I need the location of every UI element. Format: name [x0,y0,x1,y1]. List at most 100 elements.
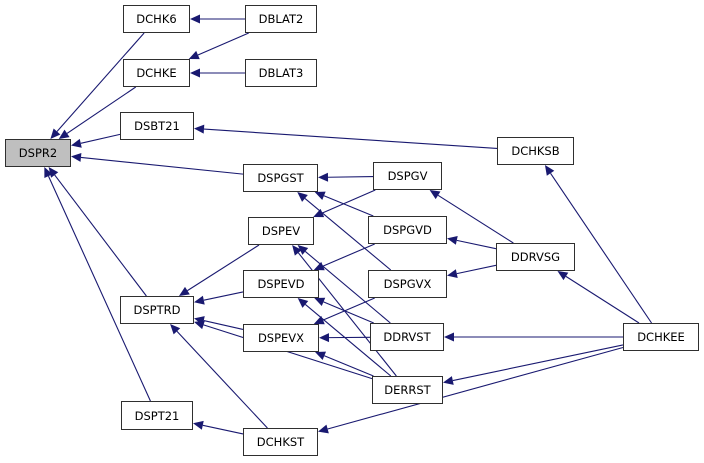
node-dchke[interactable]: DCHKE [123,59,190,87]
node-dspgst[interactable]: DSPGST [243,164,318,192]
node-dblat3[interactable]: DBLAT3 [245,59,317,87]
arrowhead-icon [71,152,82,162]
node-dspgv[interactable]: DSPGV [373,162,442,190]
arrowhead-icon [315,351,327,360]
edge-line [203,128,498,150]
edge-dchkst-to-dsptrd [170,324,268,429]
arrowhead-icon [297,298,309,308]
edge-line [305,304,392,377]
edge-dchkee-to-ddrvsg [557,271,640,324]
edge-ddrvst-to-dspevx [319,333,371,343]
edge-line [202,424,244,435]
edge-dblat2-to-dchke [188,32,249,60]
arrowhead-icon [292,245,302,256]
edge-line [176,330,268,429]
arrowhead-icon [429,190,441,200]
edge-dchke-to-dspr2 [58,86,137,139]
node-dspev[interactable]: DSPEV [248,217,314,245]
node-dspt21[interactable]: DSPT21 [121,401,193,430]
edge-derrst-to-dspevx [315,351,374,377]
arrowhead-icon [313,208,325,218]
edge-ddrvsg-to-dspgvd [447,235,497,250]
edge-dspev-to-dsptrd [178,244,260,296]
node-dspgvx[interactable]: DSPGVX [368,270,447,298]
node-dspgvd[interactable]: DSPGVD [368,216,447,244]
node-dblat2[interactable]: DBLAT2 [245,5,317,33]
node-dspr2[interactable]: DSPR2 [5,139,71,167]
node-dsbt21[interactable]: DSBT21 [120,112,194,140]
edge-line [452,344,624,382]
node-dchksb[interactable]: DCHKSB [497,137,574,165]
node-label: DSPR2 [18,146,58,160]
edge-line [322,243,375,267]
arrowhead-icon [297,192,308,202]
edge-line [304,251,391,324]
node-label: DSPEVX [257,331,305,345]
node-label: DSPGVD [383,223,432,237]
edge-line [47,175,151,402]
edge-line [187,244,260,292]
edge-line [66,86,137,134]
edge-line [304,197,392,271]
arrowhead-icon [314,191,326,200]
arrowhead-icon [194,295,205,305]
edge-ddrvsg-to-dspgvx [447,264,497,279]
arrowhead-icon [178,286,190,296]
node-label: DSPEV [261,224,301,238]
arrowhead-icon [58,129,70,139]
node-dchk6[interactable]: DCHK6 [123,5,190,33]
node-dspevx[interactable]: DSPEVX [243,324,319,352]
edge-dchksb-to-dsbt21 [194,124,498,150]
arrowhead-icon [50,128,61,139]
edge-dspevd-to-dsptrd [194,291,244,305]
edge-line [324,355,374,377]
edge-line [456,239,497,250]
node-label: DCHK6 [136,12,177,26]
node-dsptrd[interactable]: DSPTRD [120,296,194,324]
node-label: DCHKEE [637,330,685,344]
arrowhead-icon [319,333,330,343]
node-label: DSPGVX [383,277,432,291]
edge-line [327,175,374,178]
arrowhead-icon [194,320,205,330]
arrowhead-icon [318,424,329,434]
node-dchkee[interactable]: DCHKEE [623,323,699,351]
edge-line [203,320,244,330]
edge-line [550,172,653,324]
edge-line [203,291,244,301]
edge-line [56,32,145,132]
edge-dchkee-to-dchkst [318,346,624,434]
edge-line [456,264,497,275]
node-dspevd[interactable]: DSPEVD [243,270,319,298]
edge-dsptrd-to-dspr2 [48,167,147,297]
arrowhead-icon [188,50,200,60]
arrowhead-icon [194,124,205,134]
edge-dspgst-to-dspr2 [71,152,244,175]
arrowhead-icon [170,324,181,335]
node-derrst[interactable]: DERRST [372,376,443,404]
edge-line [437,194,514,244]
edge-dchkee-to-derrst [443,344,624,385]
arrowhead-icon [44,167,53,178]
arrowhead-icon [544,165,555,176]
arrowhead-icon [48,167,59,178]
edge-dchkst-to-dspt21 [193,420,244,435]
node-label: DSPTRD [133,303,181,317]
node-label: DCHKSB [511,144,560,158]
edge-line [565,275,640,324]
arrowhead-icon [190,14,200,24]
edge-derrst-to-dspevd [297,298,392,377]
node-ddrvst[interactable]: DDRVST [370,323,444,351]
edge-dchkee-to-dchksb [544,165,653,324]
node-label: DBLAT2 [258,12,304,26]
edge-line [327,346,624,430]
arrowhead-icon [314,297,326,307]
node-ddrvsg[interactable]: DDRVSG [496,243,575,271]
edge-dchk6-to-dspr2 [50,32,145,139]
arrowhead-icon [557,271,569,281]
node-label: DSPT21 [134,408,180,423]
arrowhead-icon [447,269,458,279]
edge-dsbt21-to-dspr2 [71,133,121,148]
node-dchkst[interactable]: DCHKST [243,428,318,456]
